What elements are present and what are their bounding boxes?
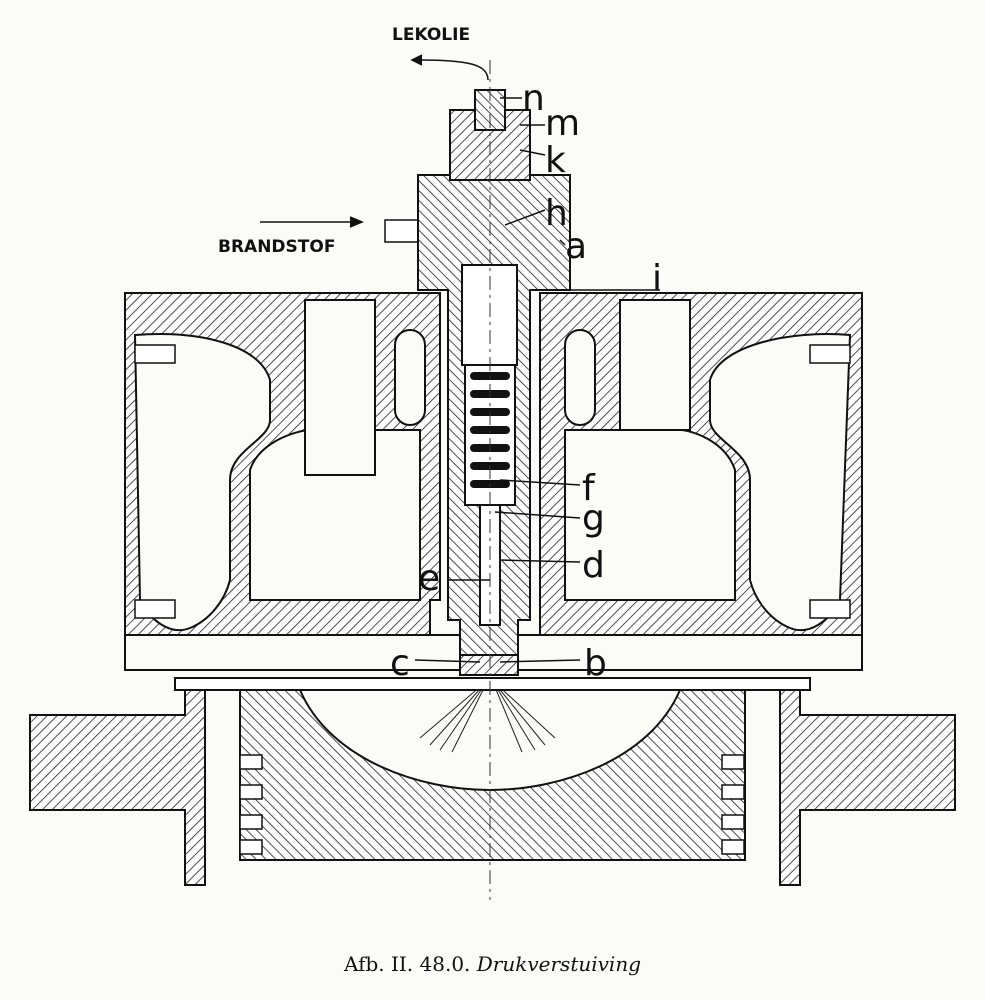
figure-caption: Afb. II. 48.0. Drukverstuiving [0,952,985,976]
label-e: e [418,558,440,599]
leader-lines [260,54,660,663]
piston-and-liner [29,677,956,886]
label-d: d [582,545,605,586]
label-b: b [584,643,607,684]
label-g: g [582,498,605,539]
label-c: c [390,643,410,684]
label-i: i [652,258,662,299]
label-brandstof: BRANDSTOF [218,237,335,257]
cylinder-head [124,292,863,671]
label-h: h [545,193,568,234]
label-a: a [565,226,587,267]
label-k: k [545,140,566,181]
label-lekolie: LEKOLIE [392,25,470,45]
label-n: n [522,78,545,119]
caption-title: Drukverstuiving [476,952,642,976]
label-m: m [545,103,580,144]
caption-number: Afb. II. 48.0. [343,952,471,976]
label-f: f [582,468,596,509]
